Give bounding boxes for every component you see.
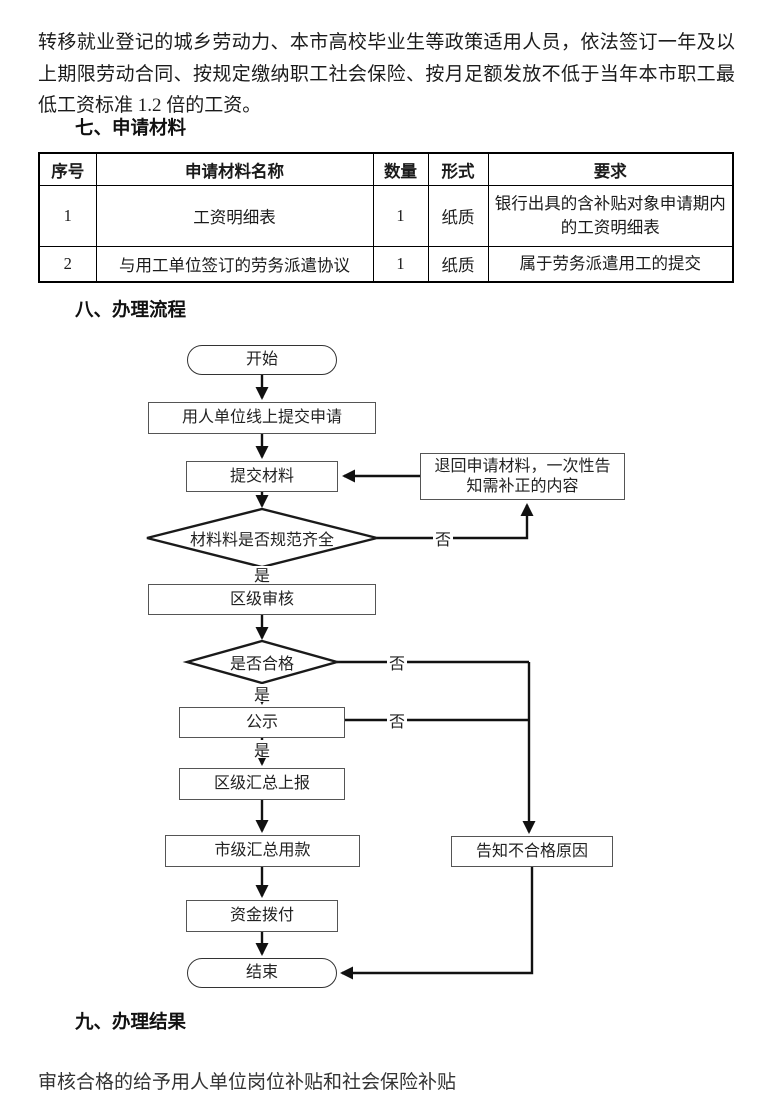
cell-no: 2 xyxy=(38,246,97,283)
node-submit-online: 用人单位线上提交申请 xyxy=(148,402,376,434)
node-district-report: 区级汇总上报 xyxy=(179,768,345,800)
decision-qualified-label: 是否合格 xyxy=(229,656,294,673)
col-header-qty: 数量 xyxy=(372,152,429,186)
col-header-req: 要求 xyxy=(487,152,734,186)
col-header-name: 申请材料名称 xyxy=(95,152,374,186)
cell-no: 1 xyxy=(38,185,97,247)
edge-label-no-publicity: 否 xyxy=(387,710,407,731)
table-row: 2 与用工单位签订的劳务派遣协议 1 纸质 属于劳务派遣用工的提交 xyxy=(38,246,734,283)
edge-check-no-to-return xyxy=(377,503,534,540)
flowchart-connectors xyxy=(146,375,536,980)
node-end: 结束 xyxy=(187,958,337,988)
node-district-review: 区级审核 xyxy=(148,584,376,615)
cell-qty: 1 xyxy=(372,246,429,283)
materials-table: 序号 申请材料名称 数量 形式 要求 1 工资明细表 1 纸质 银行出具的含补贴… xyxy=(38,152,734,283)
edge-label-no-qualified: 否 xyxy=(387,652,407,673)
intro-paragraph: 转移就业登记的城乡劳动力、本市高校毕业生等政策适用人员，依法签订一年及以上期限劳… xyxy=(38,32,735,116)
node-submit-materials: 提交材料 xyxy=(186,461,338,492)
cell-name: 工资明细表 xyxy=(95,185,374,247)
node-fund-transfer: 资金拨付 xyxy=(186,900,338,932)
table-row: 1 工资明细表 1 纸质 银行出具的含补贴对象申请期内的工资明细表 xyxy=(38,185,734,247)
section-heading-process: 八、办理流程 xyxy=(75,299,187,320)
cell-form: 纸质 xyxy=(427,246,489,283)
node-return-materials: 退回申请材料，一次性告知需补正的内容 xyxy=(420,453,625,500)
edge-notify-to-end xyxy=(340,867,534,980)
edge-label-no-check: 否 xyxy=(433,528,453,549)
flowchart: 开始 用人单位线上提交申请 提交材料 退回申请材料，一次性告知需补正的内容 材料… xyxy=(0,340,770,1000)
col-header-form: 形式 xyxy=(427,152,489,186)
cell-form: 纸质 xyxy=(427,185,489,247)
node-city-funds: 市级汇总用款 xyxy=(165,835,360,867)
section-heading-result: 九、办理结果 xyxy=(75,1011,187,1032)
node-publicity: 公示 xyxy=(179,707,345,738)
cell-name: 与用工单位签订的劳务派遣协议 xyxy=(95,246,374,283)
edge-label-yes-check: 是 xyxy=(252,566,272,585)
col-header-no: 序号 xyxy=(38,152,97,186)
cell-req: 银行出具的含补贴对象申请期内的工资明细表 xyxy=(487,185,734,247)
edge-label-yes-qualified: 是 xyxy=(252,684,272,704)
cell-req: 属于劳务派遣用工的提交 xyxy=(487,246,734,283)
node-notify-reason: 告知不合格原因 xyxy=(451,836,613,867)
cell-qty: 1 xyxy=(372,185,429,247)
decision-check-materials-shape xyxy=(146,507,378,569)
section-heading-materials: 七、申请材料 xyxy=(75,117,187,138)
result-text: 审核合格的给予用人单位岗位补贴和社会保险补贴 xyxy=(38,1072,457,1093)
table-header-row: 序号 申请材料名称 数量 形式 要求 xyxy=(38,152,734,186)
edge-label-yes-publicity: 是 xyxy=(252,740,272,760)
decision-check-materials-label: 材料料是否规范齐全 xyxy=(189,532,334,549)
decision-qualified-shape xyxy=(182,639,342,685)
node-start: 开始 xyxy=(187,345,337,375)
